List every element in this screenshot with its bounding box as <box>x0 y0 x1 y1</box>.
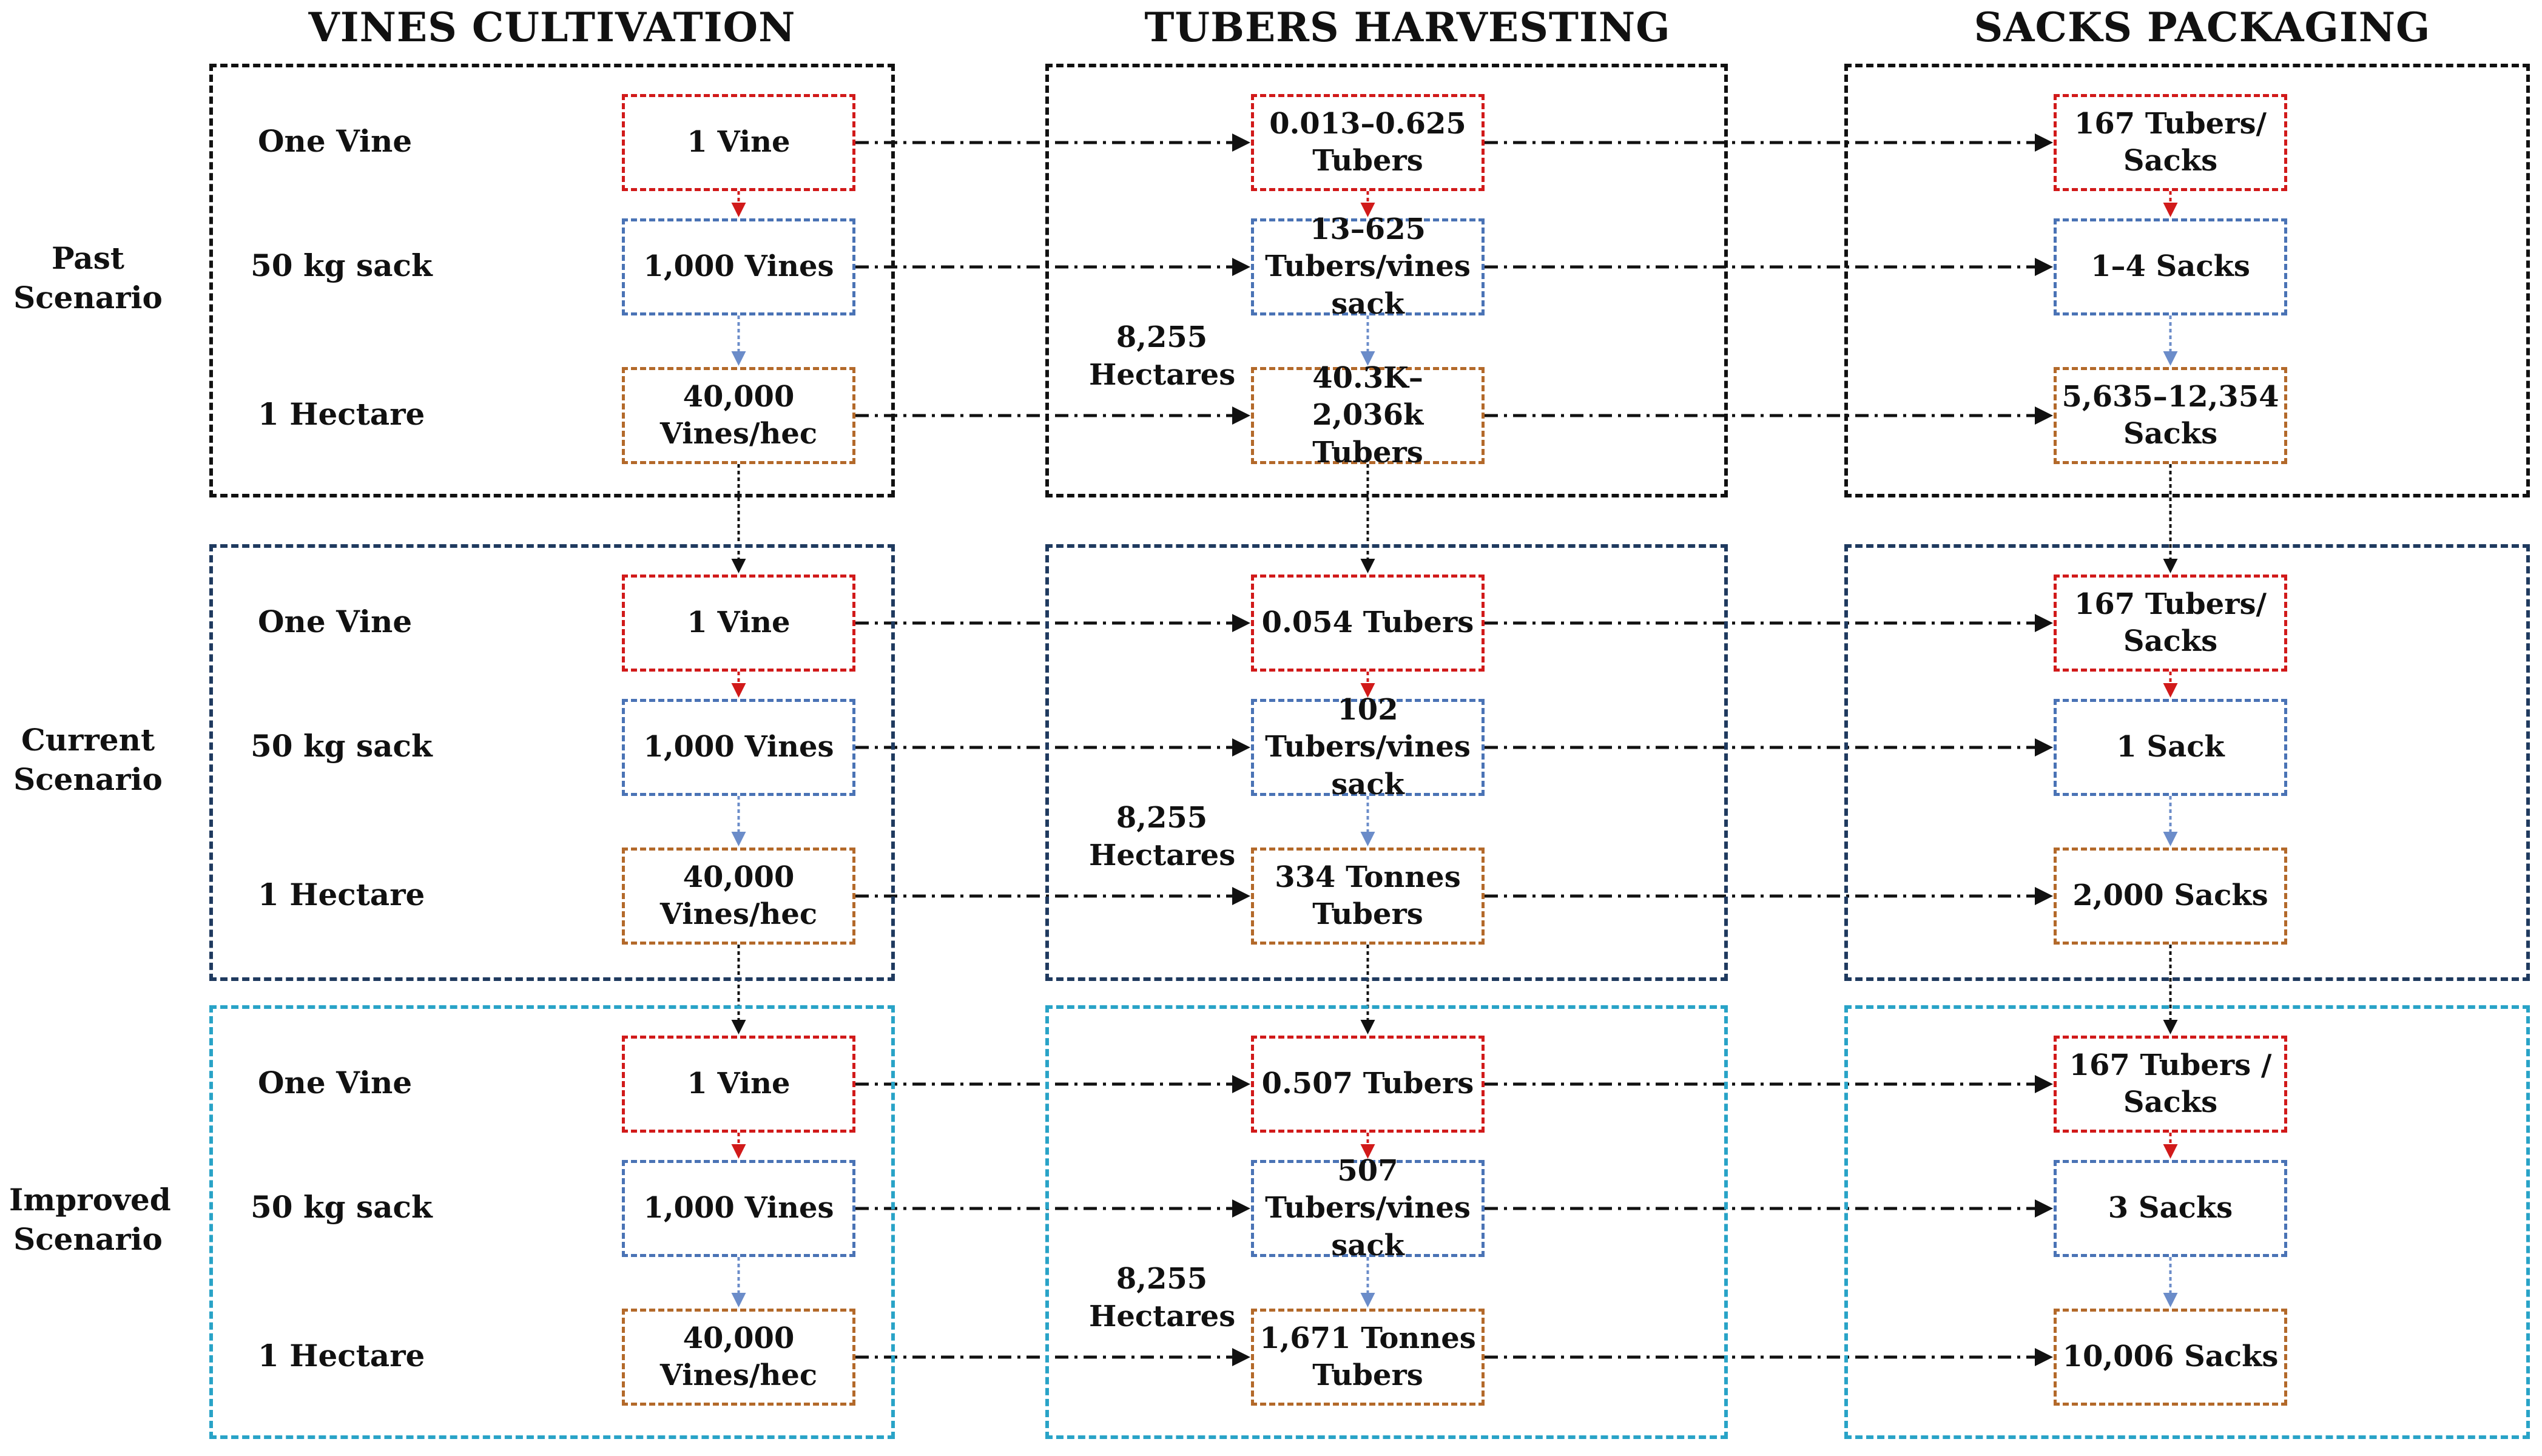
box-value: 40,000 Vines/hec <box>659 860 818 931</box>
header-vines-cultivation: VINES CULTIVATION <box>308 4 796 51</box>
improved-sacks-sack-box: 3 Sacks <box>2054 1160 2287 1257</box>
current-vines-group <box>209 544 895 981</box>
box-value: 0.013–0.625 Tubers <box>1269 106 1466 178</box>
row-label-hectare: 1 Hectare <box>258 396 425 432</box>
past-vines-sack-box: 1,000 Vines <box>622 218 855 315</box>
current-sacks-hectare-box: 2,000 Sacks <box>2054 848 2287 945</box>
past-hectares-note: 8,255 Hectares <box>1089 320 1236 393</box>
scenario-label-current: Current Scenario <box>13 722 163 797</box>
box-value: 334 Tonnes Tubers <box>1275 860 1461 931</box>
header-sacks-packaging: SACKS PACKAGING <box>1974 4 2431 51</box>
past-tubers-sack-box: 13–625 Tubers/vines sack <box>1251 212 1485 321</box>
current-tubers-sack-box: 102 Tubers/vines sack <box>1251 693 1485 801</box>
box-value: 167 Tubers/ Sacks <box>2074 587 2267 658</box>
current-tubers-one-vine-box: 0.054 Tubers <box>1251 575 1485 672</box>
box-value: 13–625 Tubers/vines sack <box>1265 212 1471 321</box>
improved-vines-hectare-box: 40,000 Vines/hec <box>622 1309 855 1406</box>
box-value: 1 Sack <box>2116 730 2225 764</box>
current-vines-one-vine-box: 1 Vine <box>622 575 855 672</box>
box-value: 1,000 Vines <box>643 1191 834 1225</box>
current-sacks-sack-box: 1 Sack <box>2054 699 2287 796</box>
current-hectares-note: 8,255 Hectares <box>1089 801 1236 873</box>
row-label-sack: 50 kg sack <box>251 728 433 764</box>
current-tubers-hectare-box: 334 Tonnes Tubers <box>1251 848 1485 945</box>
box-value: 1,671 Tonnes Tubers <box>1259 1321 1476 1392</box>
box-value: 167 Tubers / Sacks <box>2069 1048 2272 1119</box>
past-tubers-hectare-box: 40.3K–2,036k Tubers <box>1251 361 1485 470</box>
past-sacks-hectare-box: 5,635–12,354 Sacks <box>2054 367 2287 464</box>
past-sacks-group <box>1844 64 2530 497</box>
improved-tubers-one-vine-box: 0.507 Tubers <box>1251 1036 1485 1133</box>
box-value: 167 Tubers/ Sacks <box>2074 106 2267 178</box>
past-sacks-sack-box: 1–4 Sacks <box>2054 218 2287 315</box>
improved-tubers-group <box>1045 1005 1728 1439</box>
box-value: 5,635–12,354 Sacks <box>2062 379 2279 451</box>
header-tubers-harvesting: TUBERS HARVESTING <box>1144 4 1671 51</box>
past-tubers-group <box>1045 64 1728 497</box>
box-value: 10,006 Sacks <box>2062 1340 2279 1374</box>
improved-hectares-note: 8,255 Hectares <box>1089 1262 1236 1334</box>
box-value: 2,000 Sacks <box>2072 878 2268 913</box>
box-value: 1,000 Vines <box>643 730 834 764</box>
box-value: 507 Tubers/vines sack <box>1265 1153 1471 1262</box>
current-vines-sack-box: 1,000 Vines <box>622 699 855 796</box>
box-value: 1,000 Vines <box>643 249 834 284</box>
improved-vines-sack-box: 1,000 Vines <box>622 1160 855 1257</box>
scenario-label-past: Past Scenario <box>13 240 163 315</box>
past-sacks-one-vine-box: 167 Tubers/ Sacks <box>2054 94 2287 191</box>
row-label-one-vine: One Vine <box>258 604 413 639</box>
improved-tubers-hectare-box: 1,671 Tonnes Tubers <box>1251 1309 1485 1406</box>
improved-sacks-group <box>1844 1005 2530 1439</box>
improved-vines-one-vine-box: 1 Vine <box>622 1036 855 1133</box>
row-label-one-vine: One Vine <box>258 123 413 159</box>
box-value: 1 Vine <box>687 605 791 640</box>
row-label-hectare: 1 Hectare <box>258 877 425 912</box>
box-value: 40.3K–2,036k Tubers <box>1312 360 1424 470</box>
row-label-sack: 50 kg sack <box>251 248 433 283</box>
current-sacks-one-vine-box: 167 Tubers/ Sacks <box>2054 575 2287 672</box>
box-value: 1 Vine <box>687 1067 791 1101</box>
current-sacks-group <box>1844 544 2530 981</box>
row-label-sack: 50 kg sack <box>251 1189 433 1225</box>
past-vines-group <box>209 64 895 497</box>
improved-sacks-hectare-box: 10,006 Sacks <box>2054 1309 2287 1406</box>
box-value: 3 Sacks <box>2108 1191 2233 1225</box>
current-tubers-group <box>1045 544 1728 981</box>
improved-sacks-one-vine-box: 167 Tubers / Sacks <box>2054 1036 2287 1133</box>
box-value: 0.507 Tubers <box>1261 1067 1474 1101</box>
box-value: 40,000 Vines/hec <box>659 379 818 451</box>
box-value: 102 Tubers/vines sack <box>1265 692 1471 801</box>
improved-vines-group <box>209 1005 895 1439</box>
box-value: 1–4 Sacks <box>2091 249 2250 284</box>
past-vines-hectare-box: 40,000 Vines/hec <box>622 367 855 464</box>
past-vines-one-vine-box: 1 Vine <box>622 94 855 191</box>
row-label-hectare: 1 Hectare <box>258 1338 425 1373</box>
box-value: 1 Vine <box>687 125 791 160</box>
box-value: 40,000 Vines/hec <box>659 1321 818 1392</box>
row-label-one-vine: One Vine <box>258 1065 413 1100</box>
current-vines-hectare-box: 40,000 Vines/hec <box>622 848 855 945</box>
improved-tubers-sack-box: 507 Tubers/vines sack <box>1251 1154 1485 1262</box>
scenario-label-improved: Improved Scenario <box>9 1181 171 1257</box>
box-value: 0.054 Tubers <box>1261 605 1474 640</box>
past-tubers-one-vine-box: 0.013–0.625 Tubers <box>1251 94 1485 191</box>
